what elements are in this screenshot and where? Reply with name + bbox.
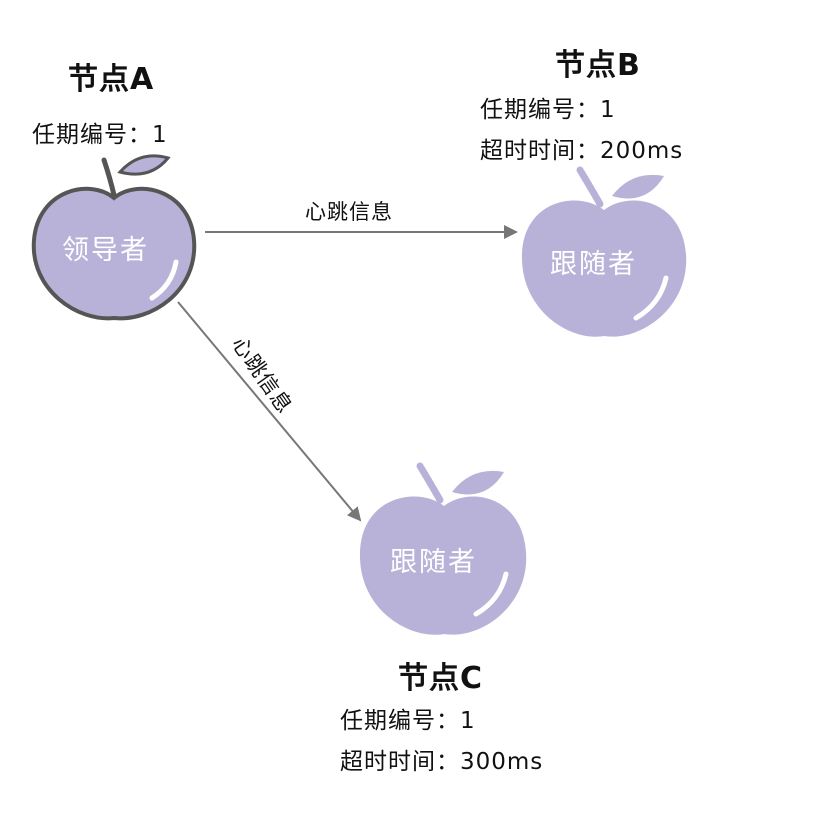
edge-label-a-to-b: 心跳信息 (305, 200, 393, 224)
node-c-timeout: 超时时间：300ms (340, 749, 544, 775)
apple-icon-leader (31, 154, 197, 321)
node-b-timeout: 超时时间：200ms (480, 138, 684, 164)
node-a-term: 任期编号：1 (32, 122, 168, 148)
node-b-role: 跟随者 (550, 249, 637, 280)
apple-icon-follower-b (521, 166, 687, 337)
node-a-role: 领导者 (62, 235, 149, 266)
node-b-term: 任期编号：1 (480, 97, 616, 123)
apple-icon-follower-c (359, 462, 527, 635)
node-c-role: 跟随者 (390, 547, 477, 578)
node-c-term: 任期编号：1 (340, 708, 476, 734)
node-a-title: 节点A (68, 62, 155, 97)
node-c-title: 节点C (398, 661, 484, 696)
heartbeat-arrow-a-to-c (177, 301, 362, 522)
node-b-title: 节点B (555, 48, 641, 83)
